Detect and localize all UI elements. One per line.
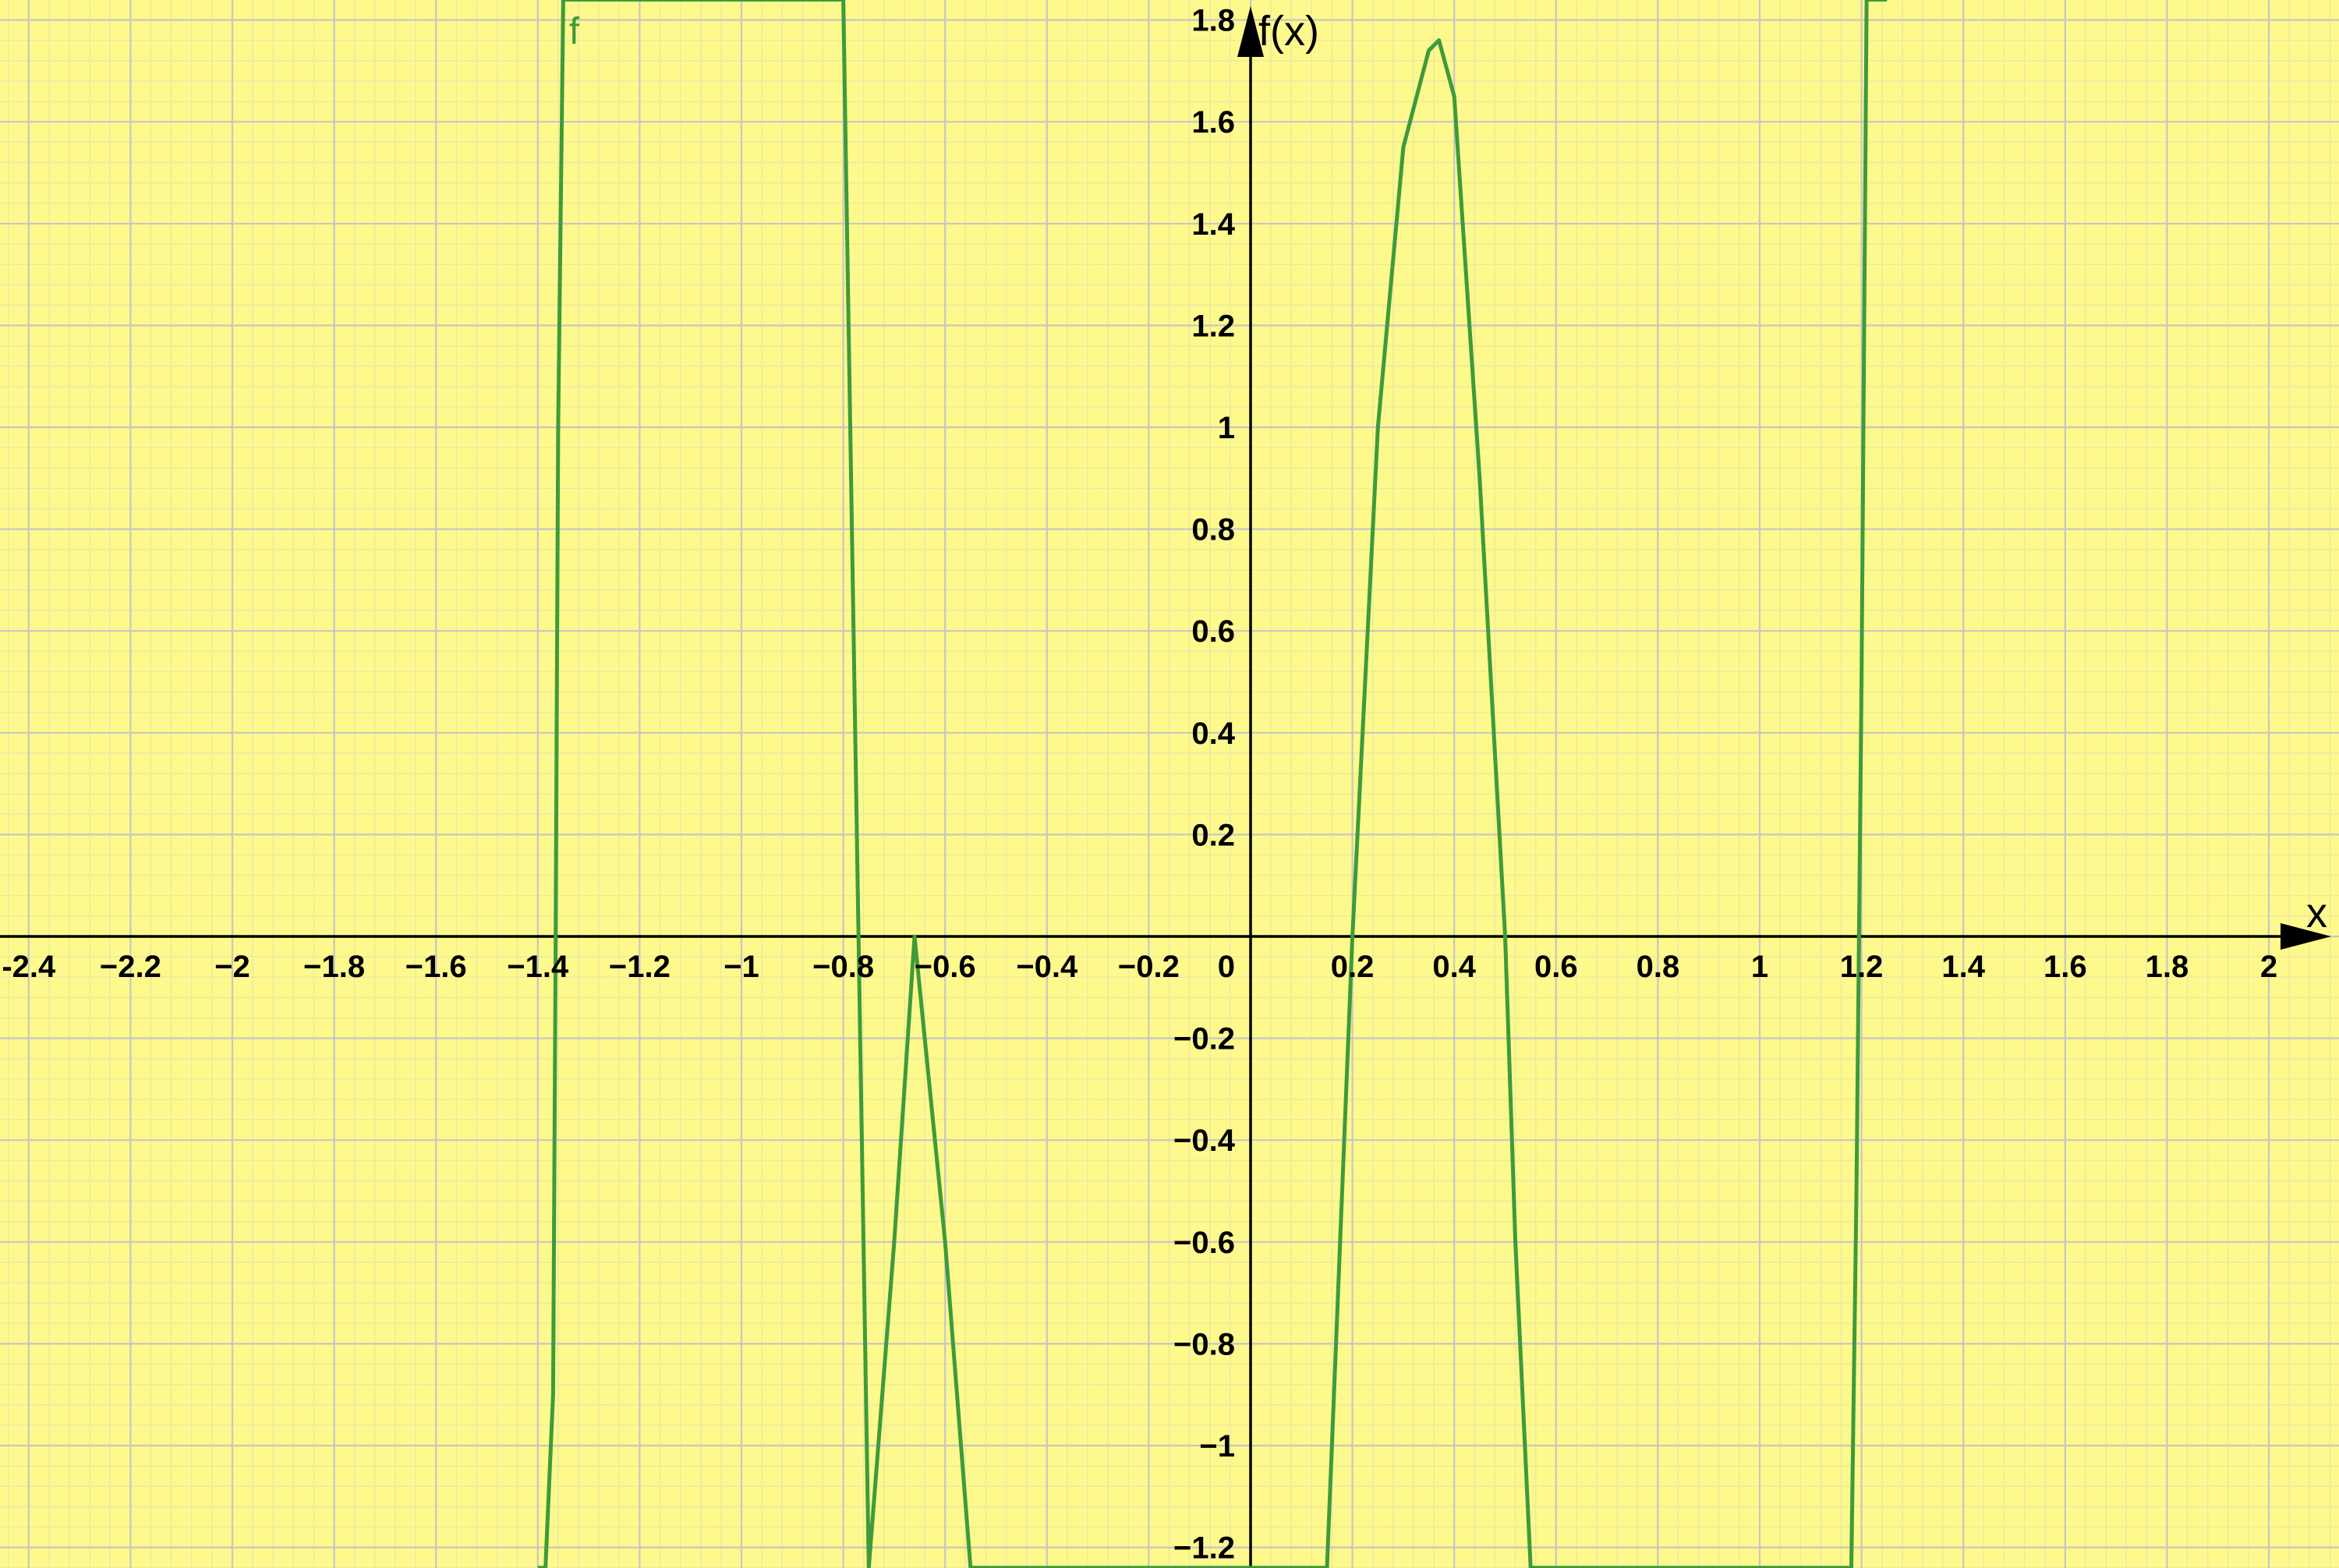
x-tick-label: 1.2 [1840,950,1884,984]
x-tick-label: −1.4 [507,950,569,984]
y-tick-label: −0.8 [1173,1327,1235,1361]
y-tick-label: −0.4 [1173,1124,1236,1158]
x-tick-label: 2 [2260,950,2277,984]
x-tick-label: 0.2 [1331,950,1375,984]
y-tick-label: 0.8 [1191,513,1235,547]
origin-tick-label: 0 [1218,950,1235,984]
x-axis-arrow-icon [2281,923,2331,950]
x-tick-label: −0.4 [1016,950,1078,984]
x-tick-label: 0.8 [1637,950,1680,984]
x-tick-label: 0.6 [1534,950,1578,984]
curve-name-label: f [569,11,580,52]
y-tick-label: 1.8 [1191,4,1235,38]
x-tick-label: −0.6 [915,950,976,984]
x-axis-label: x [2306,890,2327,936]
axes [0,6,2331,1568]
tick-labels: -2.4 −2.2 −2 −1.8 −1.6 −1.4 −1.2 −1 −0.8 −0.6 −0.4… [2,4,2277,1566]
y-tick-label: 1.4 [1191,207,1235,242]
x-tick-label: −1 [724,950,759,984]
y-tick-label: 0.6 [1191,614,1235,649]
x-tick-label: −1.8 [303,950,365,984]
y-axis-label: f(x) [1258,8,1319,55]
x-tick-label: −2.2 [100,950,161,984]
x-tick-label: −2 [214,950,250,984]
x-tick-label: -2.4 [2,950,56,984]
x-tick-label: 0.4 [1432,950,1476,984]
x-tick-label: −0.2 [1118,950,1180,984]
x-tick-label: 1.6 [2044,950,2087,984]
y-tick-label: −1.2 [1173,1531,1235,1566]
y-tick-label: 1.6 [1191,105,1235,140]
y-tick-label: −0.6 [1173,1226,1235,1260]
y-tick-label: 0.4 [1191,717,1235,751]
y-tick-label: −1 [1199,1429,1235,1464]
x-tick-label: 1 [1751,950,1768,984]
y-tick-label: 1.2 [1191,309,1235,343]
x-tick-label: 1.4 [1941,950,1985,984]
y-tick-label: 1 [1218,411,1235,445]
y-tick-label: −0.2 [1173,1022,1235,1057]
x-tick-label: −1.6 [405,950,467,984]
y-tick-label: 0.2 [1191,818,1235,852]
x-tick-label: −1.2 [609,950,671,984]
x-tick-label: −0.8 [812,950,874,984]
y-axis-arrow-icon [1237,6,1264,57]
x-tick-label: 1.8 [2146,950,2189,984]
